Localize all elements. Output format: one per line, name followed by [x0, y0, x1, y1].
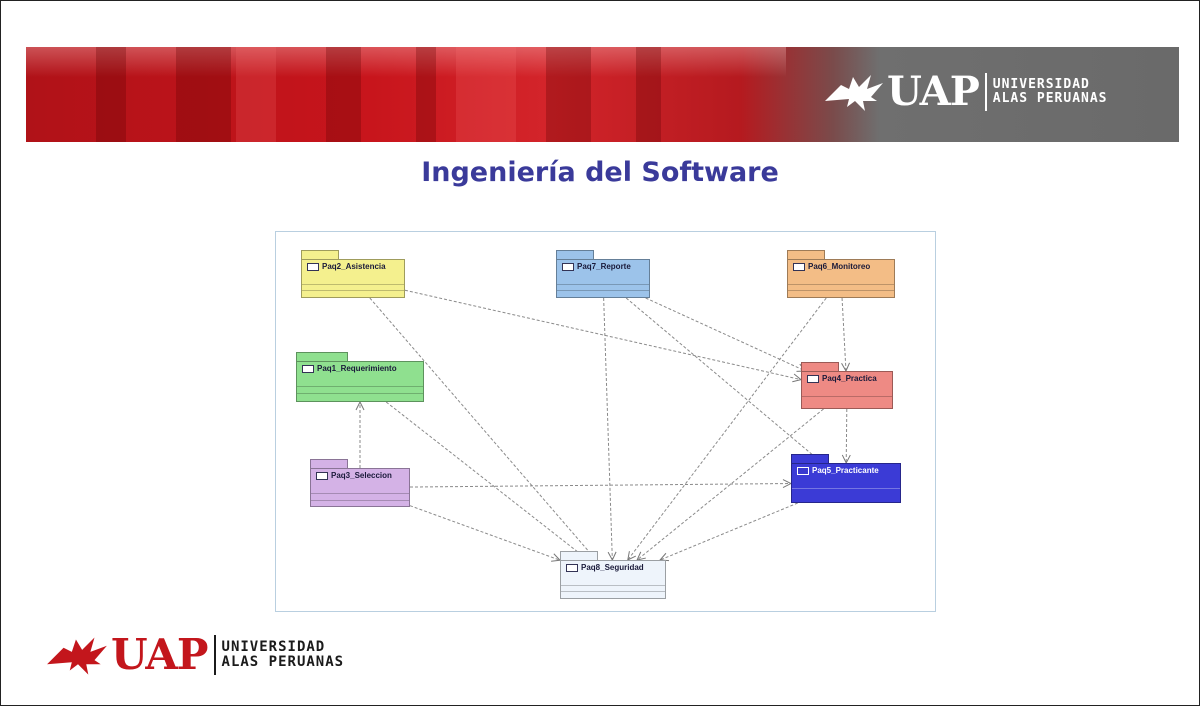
package-tab: [560, 551, 598, 561]
banner-building-column: [636, 47, 661, 142]
package-tab: [787, 250, 825, 260]
logo-wordmark: UAP: [887, 68, 980, 115]
dependency-arrow-asistencia-to-seguridad: [369, 297, 596, 560]
dependency-arrow-practica-to-practicante: [846, 408, 847, 463]
package-divider: [311, 493, 409, 494]
header-banner: [26, 47, 1179, 142]
folder-icon: [316, 471, 328, 480]
header-logo: UAP UNIVERSIDAD ALAS PERUANAS: [823, 68, 1108, 115]
banner-sky-overlay: [26, 47, 786, 77]
package-divider: [792, 488, 900, 489]
logo-text: UNIVERSIDAD ALAS PERUANAS: [993, 78, 1108, 105]
folder-icon: [562, 262, 574, 271]
package-divider: [311, 500, 409, 501]
footer-logo: UAP UNIVERSIDAD ALAS PERUANAS: [45, 630, 344, 679]
logo-wordmark: UAP: [111, 630, 209, 679]
package-paq3-seleccion[interactable]: Paq3_Seleccion: [310, 459, 410, 507]
package-tab: [301, 250, 339, 260]
package-divider: [561, 591, 665, 592]
package-divider: [802, 396, 892, 397]
package-paq1-requerimiento[interactable]: Paq1_Requerimiento: [296, 352, 424, 402]
dependency-arrow-reporte-to-seguridad: [603, 297, 613, 560]
package-paq5-practicante[interactable]: Paq5_Practicante: [791, 454, 901, 503]
package-divider: [788, 284, 894, 285]
logo-line1: UNIVERSIDAD: [992, 76, 1090, 92]
package-divider: [557, 290, 649, 291]
folder-icon: [566, 563, 578, 572]
logo-line2: ALAS PERUANAS: [221, 653, 345, 670]
logo-divider: [984, 72, 987, 111]
package-paq2-asistencia[interactable]: Paq2_Asistencia: [301, 250, 405, 298]
package-divider: [561, 585, 665, 586]
condor-icon: [47, 636, 107, 675]
banner-building-column: [416, 47, 436, 142]
package-tab: [310, 459, 348, 469]
package-divider: [302, 290, 404, 291]
package-paq4-practica[interactable]: Paq4_Practica: [801, 362, 893, 409]
package-paq7-reporte[interactable]: Paq7_Reporte: [556, 250, 650, 298]
folder-icon: [807, 374, 819, 383]
package-paq6-monitoreo[interactable]: Paq6_Monitoreo: [787, 250, 895, 298]
dependency-arrow-reporte-to-practica: [645, 297, 806, 371]
package-tab: [296, 352, 348, 362]
package-paq8-seguridad[interactable]: Paq8_Seguridad: [560, 551, 666, 599]
dependency-arrow-monitoreo-to-seguridad: [628, 297, 827, 560]
banner-building-column: [546, 47, 591, 142]
package-label: Paq6_Monitoreo: [808, 262, 871, 271]
package-body: [787, 259, 895, 298]
banner-building-column: [176, 47, 231, 142]
package-label: Paq2_Asistencia: [322, 262, 386, 271]
logo-text: UNIVERSIDAD ALAS PERUANAS: [221, 638, 345, 670]
folder-icon: [307, 262, 319, 271]
dependency-arrow-requerimiento-to-seguridad: [385, 401, 588, 560]
dependency-arrow-practicante-to-seguridad: [660, 502, 798, 560]
banner-building-column: [96, 47, 126, 142]
banner-building-window: [236, 47, 276, 142]
package-label: Paq7_Reporte: [577, 262, 631, 271]
logo-divider: [213, 634, 216, 675]
dependency-arrow-monitoreo-to-practica: [842, 297, 846, 371]
package-divider: [788, 290, 894, 291]
package-label: Paq1_Requerimiento: [317, 364, 397, 373]
banner-building-window: [456, 47, 516, 142]
banner-building-column: [326, 47, 361, 142]
package-diagram: Paq2_Asistencia Paq7_Reporte Paq6_Monito…: [275, 231, 936, 612]
package-body: [296, 361, 424, 402]
folder-icon: [302, 364, 314, 373]
package-divider: [302, 284, 404, 285]
package-label: Paq8_Seguridad: [581, 563, 644, 572]
package-label: Paq3_Seleccion: [331, 471, 392, 480]
package-body: [791, 463, 901, 503]
condor-icon: [825, 74, 883, 111]
package-tab: [791, 454, 829, 464]
slide-title: Ingeniería del Software: [421, 157, 779, 188]
dependency-arrow-reporte-to-practicante: [625, 297, 822, 463]
dependency-layer: [276, 289, 935, 611]
package-label: Paq5_Practicante: [812, 466, 879, 475]
package-divider: [297, 386, 423, 387]
package-tab: [556, 250, 594, 260]
logo-line2: ALAS PERUANAS: [992, 90, 1108, 106]
dependency-arrow-seleccion-to-practicante: [409, 484, 791, 488]
dependency-arrow-seleccion-to-seguridad: [409, 505, 560, 561]
dependency-arrow-asistencia-to-practica: [404, 289, 801, 379]
package-label: Paq4_Practica: [822, 374, 877, 383]
package-divider: [557, 284, 649, 285]
package-tab: [801, 362, 839, 372]
logo-line1: UNIVERSIDAD: [221, 638, 326, 655]
package-divider: [297, 393, 423, 394]
folder-icon: [797, 466, 809, 475]
folder-icon: [793, 262, 805, 271]
